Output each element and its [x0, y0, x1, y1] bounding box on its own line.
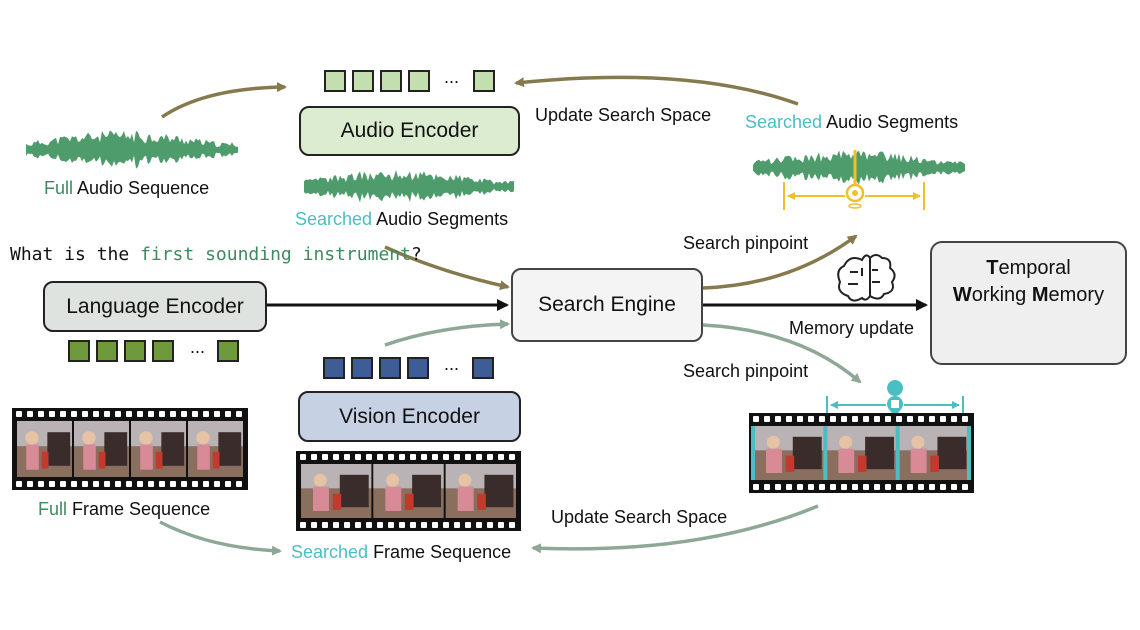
question-to-engine-arrow: [384, 245, 510, 291]
audio-token: [380, 70, 402, 92]
audio-encoder-label: Audio Encoder: [340, 119, 479, 142]
brain-icon: [837, 254, 896, 302]
searched-audio-prefix: Searched: [295, 209, 373, 229]
memory-word-working: orking: [971, 284, 1032, 306]
audio-update-arrow: [514, 75, 799, 106]
search-engine-box: Search Engine: [511, 268, 703, 342]
memory-initial-m: M: [1031, 284, 1049, 306]
audio-update-search-space-label: Update Search Space: [535, 105, 712, 125]
memory-initial-w: W: [952, 284, 972, 306]
audio-token: [324, 70, 346, 92]
vision-token-ellipsis: ...: [444, 354, 460, 374]
full-audio-waveform: [26, 130, 238, 169]
language-token: [96, 340, 118, 362]
vision-update-arrow: [531, 504, 819, 554]
vision-pinpoint-arrow: [702, 323, 862, 384]
audio-token: [408, 70, 430, 92]
searched-frame-prefix: Searched: [291, 542, 369, 562]
searched-frame-sequence-label: Searched Frame Sequence: [291, 542, 511, 563]
pinpointed-audio-segments-label: Searched Audio Segments: [745, 112, 958, 133]
searched-frame-rest: Frame Sequence: [368, 542, 512, 562]
vision-pinpoint-marker: [826, 380, 964, 418]
full-frame-sequence-label: Full Frame Sequence: [38, 499, 210, 520]
pinpointed-audio-waveform: [753, 150, 965, 185]
searched-audio-waveform: [304, 169, 514, 203]
vision-search-pinpoint-label: Search pinpoint: [683, 361, 809, 381]
query-prefix: What is the: [10, 244, 141, 265]
language-token: [152, 340, 174, 362]
language-token-ellipsis: ...: [190, 337, 206, 357]
temporal-working-memory-box: Temporal Working Memory: [930, 241, 1127, 365]
vision-token: [323, 357, 345, 379]
vision-token: [472, 357, 494, 379]
audio-token-ellipsis: ...: [444, 67, 460, 87]
full-audio-sequence-label: Full Audio Sequence: [44, 178, 209, 199]
language-encoder-box: Language Encoder: [43, 281, 267, 332]
query-text: What is the first sounding instrument?: [10, 244, 422, 265]
search-engine-label: Search Engine: [538, 293, 676, 316]
memory-title-line1: Temporal: [932, 257, 1125, 280]
memory-word-temporal: emporal: [998, 257, 1071, 279]
vision-encoder-label: Vision Encoder: [339, 404, 480, 428]
language-token: [217, 340, 239, 362]
pinpointed-audio-prefix: Searched: [745, 112, 823, 132]
searched-frame-filmstrip: [296, 451, 521, 531]
audio-input-arrow: [161, 82, 287, 119]
full-audio-rest: Audio Sequence: [73, 178, 210, 198]
query-highlight: first sounding instrument: [140, 244, 411, 265]
query-suffix: ?: [410, 244, 422, 265]
full-frame-filmstrip: [12, 408, 248, 490]
vision-token: [351, 357, 373, 379]
memory-initial-t: T: [986, 257, 999, 279]
memory-word-memory: emory: [1048, 284, 1105, 306]
audio-pinpoint-marker: [783, 150, 925, 210]
language-token: [68, 340, 90, 362]
audio-encoder-box: Audio Encoder: [299, 106, 520, 156]
memory-update-label: Memory update: [789, 318, 915, 338]
vision-to-engine-arrow: [384, 319, 510, 347]
vision-token: [379, 357, 401, 379]
searched-audio-rest: Audio Segments: [372, 209, 509, 229]
memory-title-line2: Working Memory: [932, 284, 1125, 307]
audio-search-pinpoint-label: Search pinpoint: [683, 233, 809, 253]
vision-token: [407, 357, 429, 379]
vision-encoder-box: Vision Encoder: [298, 391, 521, 442]
pinpointed-audio-rest: Audio Segments: [822, 112, 959, 132]
full-audio-prefix: Full: [44, 178, 74, 198]
audio-token: [473, 70, 495, 92]
full-frame-rest: Frame Sequence: [67, 499, 211, 519]
searched-audio-segments-label: Searched Audio Segments: [295, 209, 508, 230]
audio-token: [352, 70, 374, 92]
vision-update-search-space-label: Update Search Space: [551, 507, 728, 527]
full-frame-prefix: Full: [38, 499, 68, 519]
language-encoder-label: Language Encoder: [66, 294, 244, 318]
audio-pinpoint-arrow: [702, 234, 858, 290]
language-token: [124, 340, 146, 362]
pinpointed-frame-filmstrip: [749, 413, 974, 493]
vision-input-arrow: [159, 520, 282, 556]
